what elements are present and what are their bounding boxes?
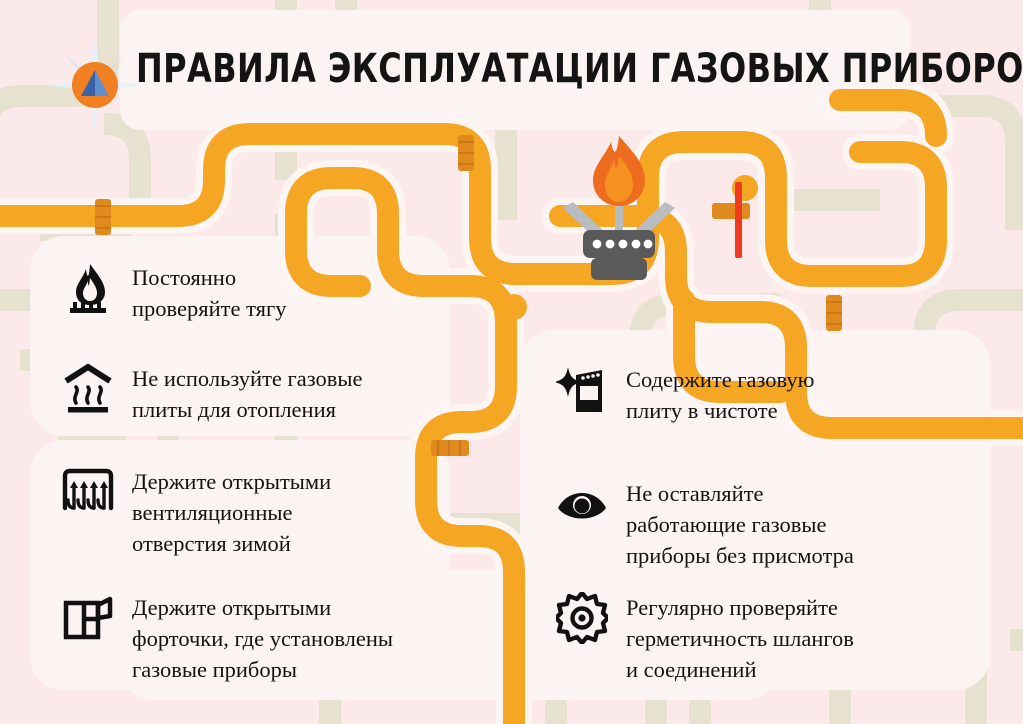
emercom-star-logo xyxy=(46,36,144,134)
rule-item-left-3: Держите открытыми форточки, где установл… xyxy=(62,592,393,685)
content-panel-top xyxy=(120,10,910,130)
rule-item-left-1: Не используйте газовые плиты для отоплен… xyxy=(62,363,362,425)
no-heating-with-stove-icon xyxy=(64,363,112,413)
rule-text: Держите открытыми форточки, где установл… xyxy=(132,595,394,682)
rule-text: Постоянно проверяйте тягу xyxy=(132,265,287,321)
rule-text: Содержите газовую плиту в чистоте xyxy=(626,367,815,423)
burner-ports xyxy=(592,239,653,249)
rule-item-left-2: Держите открытыми вентиляционные отверст… xyxy=(62,466,331,559)
flame-icon xyxy=(593,136,645,206)
page-title: ПРАВИЛА ЭКСПЛУАТАЦИИ ГАЗОВЫХ ПРИБОРОВ xyxy=(136,46,1023,92)
pipe-collars xyxy=(95,135,842,456)
rule-text: Не оставляйте работающие газовые приборы… xyxy=(626,481,854,568)
rule-text: Не используйте газовые плиты для отоплен… xyxy=(132,366,363,422)
gas-flame-burner-icon xyxy=(70,264,106,313)
rule-text: Регулярно проверяйте герметичность шланг… xyxy=(626,595,854,682)
logo-triangle-icon xyxy=(81,70,109,96)
open-window-vent-icon xyxy=(63,596,113,640)
rule-item-right-0: Содержите газовую плиту в чистоте xyxy=(556,364,814,426)
red-valve-handle-icon xyxy=(735,182,742,258)
rule-text: Держите открытыми вентиляционные отверст… xyxy=(132,469,332,556)
gas-burner-with-flame xyxy=(563,136,675,280)
gear-maintenance-icon xyxy=(556,592,608,644)
clean-stove-sparkle-icon xyxy=(556,367,602,412)
rule-item-left-0: Постоянно проверяйте тягу xyxy=(62,262,286,324)
burner-base xyxy=(591,258,647,280)
ventilation-airflow-icon xyxy=(62,468,114,511)
content-panel-bottom xyxy=(120,570,780,700)
rule-item-right-2: Регулярно проверяйте герметичность шланг… xyxy=(556,592,854,685)
eye-supervision-icon xyxy=(558,493,606,519)
rule-item-right-1: Не оставляйте работающие газовые приборы… xyxy=(556,478,854,571)
